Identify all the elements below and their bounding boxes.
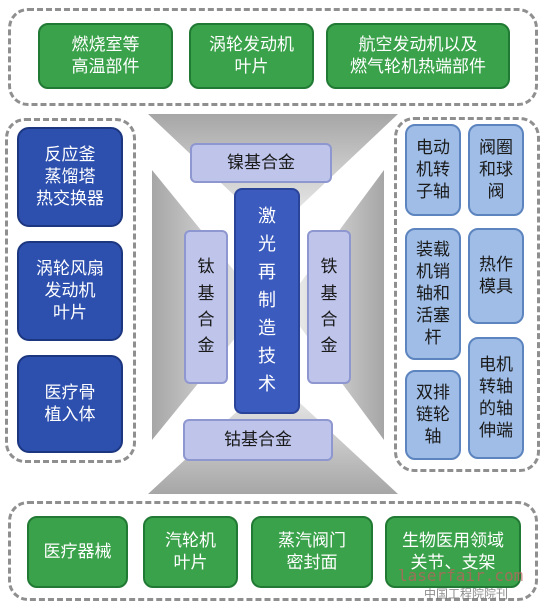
left-item-1: 反应釜 蒸馏塔 热交换器 [17, 127, 123, 227]
right-item-1: 电动 机转 子轴 [405, 124, 461, 216]
top-item-2: 涡轮发动机 叶片 [189, 23, 314, 89]
watermark-site: laserfair.com [398, 566, 524, 585]
top-application-group [8, 8, 538, 106]
nickel-alloy-box: 镍基合金 [190, 143, 332, 183]
right-item-3: 装载 机销 轴和 活塞 杆 [405, 228, 461, 360]
titanium-alloy-box: 钛 基 合 金 [184, 230, 228, 384]
left-item-2: 涡轮风扇 发动机 叶片 [17, 241, 123, 341]
top-item-3: 航空发动机以及 燃气轮机热端部件 [326, 23, 510, 89]
right-item-5: 双排 链轮 轴 [405, 370, 461, 460]
laser-remanufacturing-box: 激 光 再 制 造 技 术 [234, 188, 300, 414]
right-item-4: 热作 模具 [468, 228, 524, 324]
bottom-application-group [8, 501, 538, 601]
bottom-item-3: 蒸汽阀门 密封面 [251, 516, 373, 588]
right-item-2: 阀圈 和球 阀 [468, 124, 524, 216]
bottom-item-4: 生物医用领域 关节、支架 [385, 516, 521, 588]
left-application-group [5, 118, 136, 463]
cobalt-alloy-box: 钴基合金 [183, 419, 333, 461]
iron-alloy-box: 铁 基 合 金 [307, 230, 351, 384]
bottom-item-1: 医疗器械 [27, 516, 128, 588]
right-item-6: 电机 转轴 的轴 伸端 [468, 337, 524, 459]
left-item-3: 医疗骨 植入体 [17, 355, 123, 453]
bottom-item-2: 汽轮机 叶片 [143, 516, 238, 588]
top-item-1: 燃烧室等 高温部件 [38, 23, 173, 89]
watermark-source: 中国工程院院刊 [424, 587, 509, 601]
right-application-group [394, 117, 540, 472]
